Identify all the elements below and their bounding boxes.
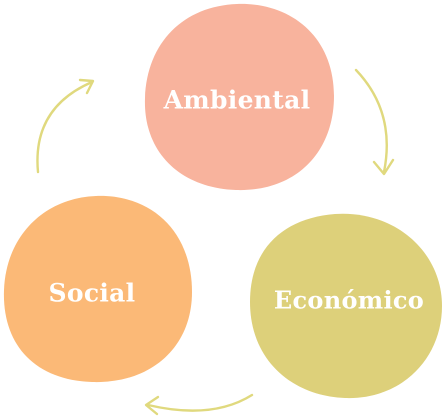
- social-label: Social: [48, 278, 136, 308]
- arrowhead-social-to-ambiental: [78, 78, 95, 95]
- arrow-ambiental-to-economico: [354, 68, 388, 174]
- arrow-social-to-ambiental: [36, 80, 94, 174]
- arrowhead-economico-to-social: [144, 395, 160, 416]
- arrowhead-ambiental-to-economico: [372, 158, 395, 176]
- social-blob: [3, 195, 192, 383]
- ambiental-blob: [144, 3, 334, 191]
- ambiental-label: Ambiental: [163, 85, 311, 115]
- economico-blob: [250, 213, 442, 399]
- arrow-economico-to-social: [146, 393, 254, 412]
- economico-label: Económico: [273, 285, 425, 315]
